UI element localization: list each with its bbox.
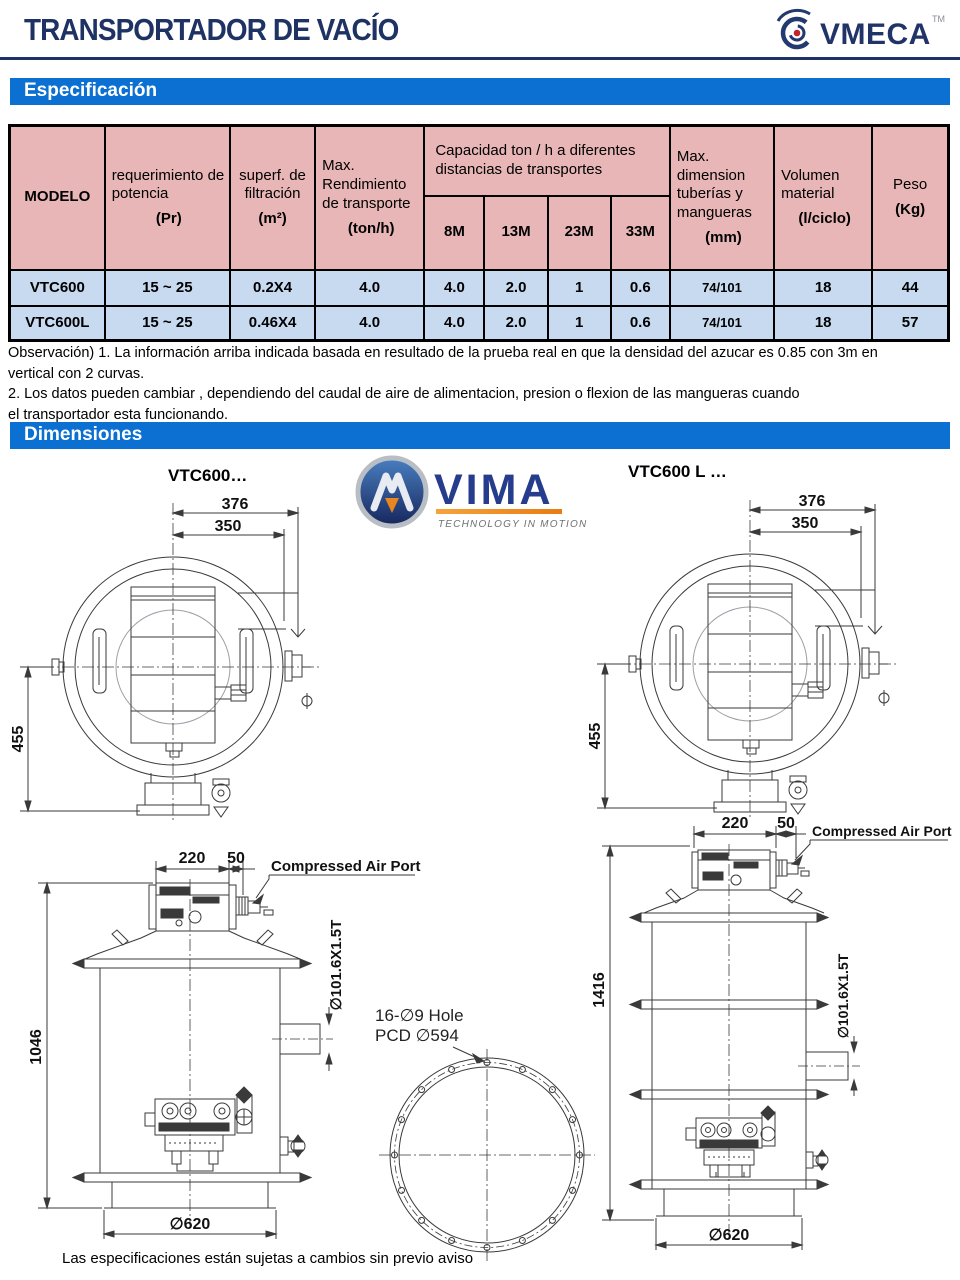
compressed-air-port-label: Compressed Air Port — [271, 858, 420, 875]
dim-455: 455 — [587, 723, 604, 750]
dim-220: 220 — [722, 815, 749, 832]
cell-cap-33m: 0.6 — [609, 304, 671, 342]
section-header-dimensiones: Dimensiones — [10, 422, 950, 449]
cell-model: VTC600 — [8, 268, 106, 307]
drawing-label-vtc600: VTC600… — [168, 466, 248, 485]
vtc600l-top-view-drawing: 376 350 455 — [587, 493, 900, 819]
hole-note-line1: 16-∅9 Hole — [375, 1006, 464, 1025]
col-header-dimension: Max. dimension tuberías y mangueras (mm) — [668, 124, 776, 271]
cell-cap-23m: 1 — [546, 304, 612, 342]
cell-filtracion: 0.2X4 — [228, 268, 317, 307]
dim-pipe: ∅101.6X1.5T — [328, 920, 345, 1011]
vmeca-logo: VMECA TM — [776, 8, 945, 51]
table-row-vtc600l: VTC600L 15 ~ 25 0.46X4 4.0 4.0 2.0 1 0.6… — [8, 304, 950, 342]
dim-1416: 1416 — [591, 972, 608, 1008]
table-row-vtc600: VTC600 15 ~ 25 0.2X4 4.0 4.0 2.0 1 0.6 7… — [8, 268, 950, 307]
col-header-rendimiento: Max. Rendimiento de transporte (ton/h) — [314, 124, 426, 271]
cell-volumen: 18 — [773, 304, 874, 342]
cell-cap-23m: 1 — [546, 268, 612, 307]
page-title: TRANSPORTADOR DE VACÍO — [24, 12, 399, 47]
vima-wordmark: VIMA — [434, 466, 554, 514]
drawing-label-vtc600l: VTC600 L … — [628, 462, 727, 481]
dim-350: 350 — [215, 518, 242, 535]
dim-620: ∅620 — [170, 1216, 211, 1233]
cell-cap-13m: 2.0 — [483, 268, 549, 307]
dim-376: 376 — [222, 496, 249, 513]
cell-cap-8m: 4.0 — [423, 304, 486, 342]
col-header-filtracion: superf. de filtración (m²) — [228, 124, 317, 271]
footer-disclaimer: Las especificaciones están sujetas a cam… — [62, 1250, 474, 1267]
vtc600-top-view-drawing: 376 350 455 — [10, 496, 323, 822]
col-header-volumen: Volumen material (l/ciclo) — [773, 124, 874, 271]
vmeca-wordmark: VMECA — [820, 18, 931, 51]
col-header-13m: 13M — [483, 194, 549, 271]
col-header-capacidad: Capacidad ton / h a diferentes distancia… — [423, 124, 671, 197]
vtc600l-side-view-drawing: 220 50 Compressed Air Port ∅101.6X1.5T 1… — [591, 815, 952, 1251]
vima-logo: VIMA TECHNOLOGY IN MOTION — [355, 455, 587, 530]
vima-tagline: TECHNOLOGY IN MOTION — [438, 519, 587, 530]
col-header-peso: Peso (Kg) — [871, 124, 950, 271]
observation-notes: Observación) 1. La información arriba in… — [8, 345, 878, 423]
col-header-potencia: requerimiento de potencia (Pr) — [103, 124, 231, 271]
dim-1046: 1046 — [28, 1029, 45, 1065]
cell-volumen: 18 — [773, 268, 874, 307]
dim-50: 50 — [227, 850, 245, 867]
cell-dimension: 74/101 — [668, 304, 776, 342]
cell-peso: 57 — [871, 304, 950, 342]
cell-cap-8m: 4.0 — [423, 268, 486, 307]
hole-note-line2: PCD ∅594 — [375, 1026, 459, 1045]
cell-model: VTC600L — [8, 304, 106, 342]
dim-620: ∅620 — [709, 1227, 750, 1244]
cell-cap-33m: 0.6 — [609, 268, 671, 307]
vtc600-side-view-drawing: 220 50 Compressed Air Port ∅101.6X1.5T 1… — [28, 850, 420, 1240]
cell-peso: 44 — [871, 268, 950, 307]
cell-filtracion: 0.46X4 — [228, 304, 317, 342]
vmeca-tm-mark: TM — [932, 14, 945, 24]
header-rule — [0, 57, 960, 60]
spec-table: MODELO requerimiento de potencia (Pr) su… — [8, 124, 950, 342]
dimensions-drawings-area: VTC600… VTC600 L … VIMA TECHNOLOGY IN MO… — [0, 450, 960, 1264]
cell-rendimiento: 4.0 — [314, 268, 426, 307]
cell-dimension: 74/101 — [668, 268, 776, 307]
col-header-23m: 23M — [546, 194, 612, 271]
flange-bolt-circle-drawing: 16-∅9 Hole PCD ∅594 — [375, 1006, 596, 1264]
vmeca-logo-dot — [793, 29, 801, 37]
cell-rendimiento: 4.0 — [314, 304, 426, 342]
dim-350: 350 — [792, 515, 819, 532]
dim-455: 455 — [10, 726, 27, 753]
section-header-especificacion: Especificación — [10, 78, 950, 105]
dim-220: 220 — [179, 850, 206, 867]
col-header-33m: 33M — [609, 194, 671, 271]
compressed-air-port-label: Compressed Air Port — [812, 823, 952, 839]
vima-m-mark — [370, 472, 414, 512]
cell-potencia: 15 ~ 25 — [103, 268, 231, 307]
cell-potencia: 15 ~ 25 — [103, 304, 231, 342]
col-header-modelo: MODELO — [8, 124, 106, 271]
dim-376: 376 — [799, 493, 826, 510]
cell-cap-13m: 2.0 — [483, 304, 549, 342]
col-header-8m: 8M — [423, 194, 486, 271]
dim-pipe: ∅101.6X1.5T — [835, 953, 851, 1038]
dim-50: 50 — [777, 815, 795, 832]
